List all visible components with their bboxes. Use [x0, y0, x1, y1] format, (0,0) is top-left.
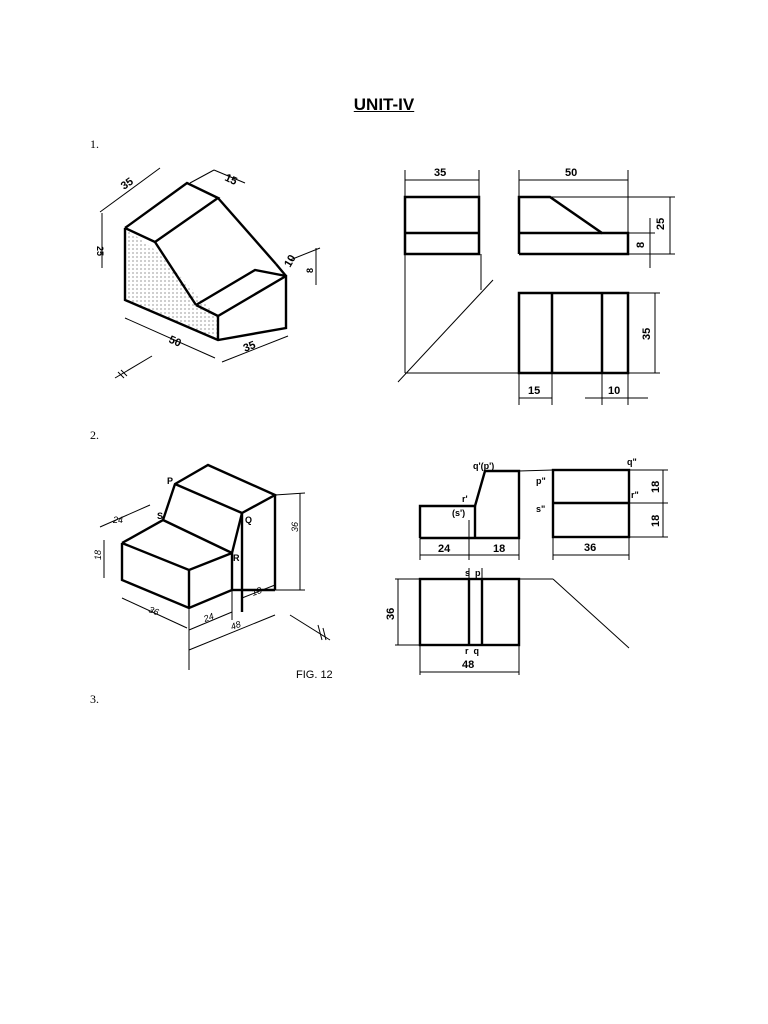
- fig2-ortho-label-s: (s'): [452, 508, 465, 518]
- fig2-ortho-label-r2: r": [631, 490, 639, 500]
- fig2-iso-dim-18: 18: [93, 550, 103, 560]
- fig2-isometric-drawing: 24 18 36 24 48 18 36 P S Q R FIG. 12: [93, 463, 333, 681]
- fig1-iso-dim-15: 15: [223, 172, 239, 188]
- fig1-ortho-dim-35-top: 35: [434, 167, 446, 179]
- fig1-ortho-dim-35-side: 35: [641, 328, 653, 340]
- fig2-ortho-label-rq: r q: [465, 646, 479, 656]
- fig2-ortho-dim-36-height: 36: [385, 608, 397, 620]
- fig2-iso-label-p: P: [167, 476, 173, 486]
- fig2-ortho-dim-18: 18: [493, 543, 505, 555]
- fig1-orthographic-drawing: 35 50 25 8 35 15 10: [397, 167, 675, 405]
- fig1-ortho-dim-50: 50: [565, 167, 577, 179]
- fig2-iso-dim-24b: 24: [201, 611, 215, 624]
- fig2-ortho-label-q2: q": [627, 457, 637, 467]
- fig2-iso-dim-18b: 18: [250, 585, 263, 598]
- fig2-iso-label-q: Q: [245, 515, 252, 525]
- fig1-iso-dim-35b: 35: [242, 339, 258, 355]
- fig2-ortho-label-sp: s p: [465, 568, 481, 578]
- question-number-2: 2.: [90, 428, 99, 442]
- fig1-ortho-dim-8: 8: [635, 242, 647, 248]
- fig2-ortho-dim-36: 36: [584, 542, 596, 554]
- question-number-1: 1.: [90, 137, 99, 151]
- fig2-iso-label-s: S: [157, 511, 163, 521]
- fig1-iso-dim-50: 50: [167, 334, 183, 350]
- fig2-ortho-label-qp: q'(p'): [473, 461, 494, 471]
- page-title: UNIT-IV: [353, 95, 415, 114]
- fig1-ortho-dim-25: 25: [655, 218, 667, 230]
- fig1-isometric-drawing: 35 15 25 10 8 50 35: [95, 167, 321, 379]
- fig2-iso-label-r: R: [233, 553, 240, 563]
- fig2-ortho-label-p2: p": [536, 476, 546, 486]
- fig1-ortho-dim-15: 15: [528, 385, 540, 397]
- fig2-orthographic-drawing: q'(p') r' (s') p" s" q" r" s p r q 24 18…: [385, 457, 668, 675]
- fig1-iso-dim-25: 25: [95, 246, 105, 256]
- fig2-iso-dim-36b: 36: [290, 522, 300, 532]
- fig2-iso-caption: FIG. 12: [296, 669, 333, 681]
- fig2-ortho-label-s2: s": [536, 504, 545, 514]
- fig1-iso-dim-35a: 35: [119, 176, 136, 193]
- fig2-ortho-dim-18a: 18: [650, 481, 662, 493]
- fig1-iso-dim-10: 10: [282, 253, 299, 270]
- fig1-iso-dim-8: 8: [305, 268, 315, 273]
- question-number-3: 3.: [90, 692, 99, 706]
- fig2-ortho-label-r: r': [462, 494, 468, 504]
- fig2-iso-dim-48: 48: [229, 619, 242, 632]
- fig2-iso-dim-24a: 24: [112, 515, 123, 525]
- fig2-ortho-dim-24: 24: [438, 543, 451, 555]
- fig2-iso-dim-36: 36: [147, 604, 160, 617]
- fig1-ortho-dim-10: 10: [608, 385, 620, 397]
- fig2-ortho-dim-18b: 18: [650, 515, 662, 527]
- fig2-ortho-dim-48: 48: [462, 659, 474, 671]
